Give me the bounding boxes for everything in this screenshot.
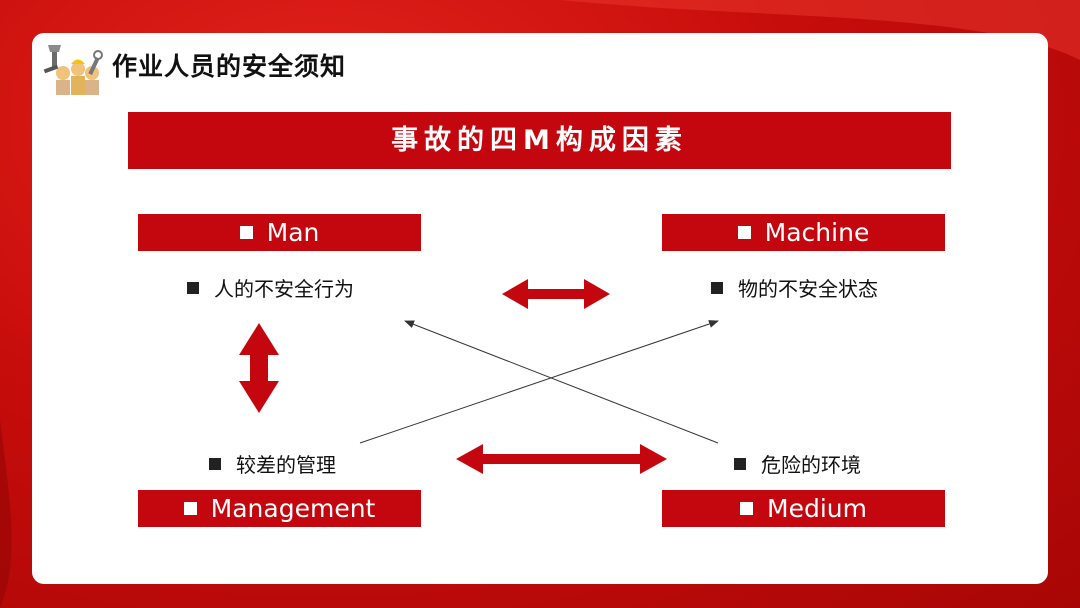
man-label: Man xyxy=(266,218,320,247)
man-item-text: 人的不安全行为 xyxy=(214,277,354,301)
diagonal-arrow-medium-to-man xyxy=(404,320,719,444)
bullet-icon xyxy=(734,458,746,470)
machine-item: 物的不安全状态 xyxy=(711,273,878,302)
square-icon xyxy=(239,226,253,239)
medium-item-text: 危险的环境 xyxy=(761,453,861,477)
man-item: 人的不安全行为 xyxy=(187,273,354,302)
machine-label: Machine xyxy=(764,218,870,247)
management-label: Management xyxy=(210,494,376,523)
double-arrow-horizontal-top xyxy=(502,279,610,309)
page-title: 作业人员的安全须知 xyxy=(112,52,347,81)
square-icon xyxy=(740,502,754,515)
management-label-box: Management xyxy=(138,490,421,527)
diagram-title-banner: 事故的四M构成因素 xyxy=(128,112,951,169)
workers-with-tools-icon xyxy=(43,45,103,95)
machine-label-box: Machine xyxy=(662,214,945,251)
machine-item-text: 物的不安全状态 xyxy=(738,277,878,301)
medium-label: Medium xyxy=(767,494,867,523)
content-card: 作业人员的安全须知 事故的四M构成因素 Man Machine Manageme… xyxy=(32,33,1048,584)
man-label-box: Man xyxy=(138,214,421,251)
square-icon xyxy=(737,226,751,239)
square-icon xyxy=(183,502,197,515)
bullet-icon xyxy=(711,282,723,294)
diagonal-arrow-management-to-machine xyxy=(359,320,719,444)
management-item: 较差的管理 xyxy=(209,449,336,478)
double-arrow-horizontal-bottom xyxy=(456,444,667,474)
medium-label-box: Medium xyxy=(662,490,945,527)
medium-item: 危险的环境 xyxy=(734,449,861,478)
double-arrow-vertical-left xyxy=(239,323,279,413)
bullet-icon xyxy=(209,458,221,470)
management-item-text: 较差的管理 xyxy=(236,453,336,477)
bullet-icon xyxy=(187,282,199,294)
relationship-arrows xyxy=(239,279,719,474)
